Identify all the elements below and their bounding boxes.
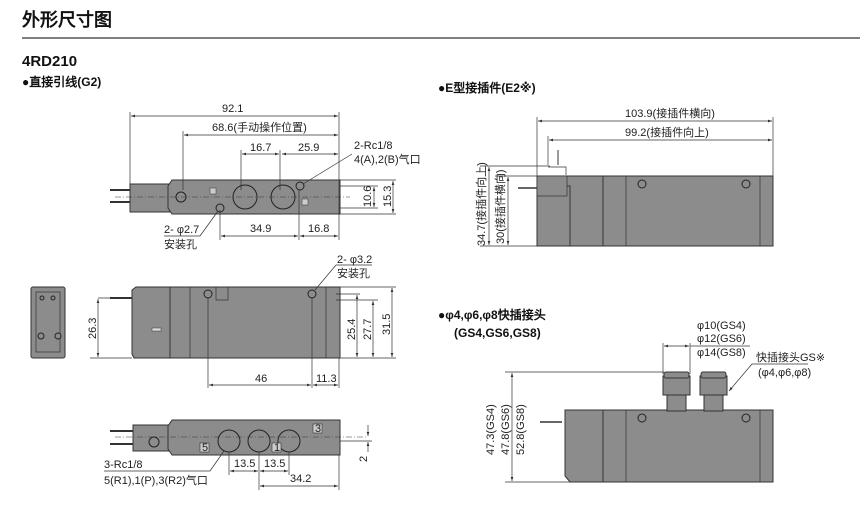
dim-front-hole-pitch: 46 (255, 373, 267, 385)
fitting-callout: 快插接头GS※ (756, 350, 825, 364)
direct-wire-heading: ●直接引线(G2) (22, 74, 101, 89)
dim-e-height-up: 34.7(接插件向上) (474, 162, 488, 246)
dim-front-hole-end: 11.3 (316, 373, 337, 385)
dim-port-end: 25.9 (298, 142, 319, 154)
front-hole-label: 安装孔 (337, 266, 370, 280)
dim-hole-pitch: 34.9 (250, 223, 271, 235)
dim-manual-position: 68.6(手动操作位置) (212, 120, 307, 134)
port-callout-ports: 4(A),2(B)气口 (354, 152, 421, 166)
dim-h-31-5: 31.5 (381, 314, 393, 335)
front-hole-callout: 2- φ3.2 (337, 254, 372, 266)
fittings-view (505, 343, 808, 483)
dim-h-gs6: 47.8(GS6) (500, 404, 512, 455)
end-view (30, 286, 66, 359)
fitting-callout-sizes: (φ4,φ6,φ8) (758, 367, 811, 379)
top-view (110, 112, 396, 240)
dim-pitch-a: 13.5 (234, 458, 255, 470)
bottom-port-callout-ports: 5(R1),1(P),3(R2)气口 (104, 473, 208, 487)
bottom-port-callout-type: 3-Rc1/8 (104, 459, 143, 471)
dim-height-inner: 10.6 (362, 186, 374, 207)
dim-e-height-horizontal: 30(接插件横向) (493, 169, 507, 244)
fittings-subheading: (GS4,GS6,GS8) (454, 326, 541, 340)
port-label-5: 5 (202, 442, 208, 454)
model-title: 4RD210 (22, 53, 77, 70)
dim-e-length-horizontal: 103.9(接插件横向) (625, 106, 715, 120)
dim-h-gs8: 52.8(GS8) (515, 404, 527, 455)
dim-wire-height: 26.3 (87, 318, 99, 339)
mount-hole-callout: 2- φ2.7 (164, 224, 199, 236)
bottom-view (104, 419, 372, 490)
page-title: 外形尺寸图 (22, 9, 112, 30)
port-callout-type: 2-Rc1/8 (354, 140, 393, 152)
e-connector-view (480, 117, 774, 247)
port-label-1: 1 (274, 442, 280, 454)
dim-h-gs4: 47.3(GS4) (485, 404, 497, 455)
dim-hole-end: 16.8 (308, 223, 329, 235)
dim-e-length-up: 99.2(接插件向上) (625, 125, 709, 139)
fittings-heading: ●φ4,φ6,φ8快插接头 (438, 307, 546, 322)
front-view (90, 264, 396, 388)
dim-h-25-4: 25.4 (346, 319, 358, 340)
dim-height-outer: 15.3 (382, 186, 394, 207)
dim-bottom-port-end: 34.2 (290, 473, 311, 485)
dim-h-27-7: 27.7 (362, 319, 374, 340)
dia-gs6: φ12(GS6) (697, 333, 746, 345)
mount-hole-label: 安装孔 (164, 237, 197, 251)
dim-overall-length: 92.1 (222, 103, 243, 115)
dim-port-pitch: 16.7 (250, 142, 271, 154)
dia-gs4: φ10(GS4) (697, 320, 746, 332)
dim-offset: 2 (358, 456, 370, 462)
e-connector-heading: ●E型接插件(E2※) (438, 80, 536, 95)
dim-pitch-b: 13.5 (264, 458, 285, 470)
port-label-3: 3 (315, 423, 321, 435)
dia-gs8: φ14(GS8) (697, 347, 746, 359)
